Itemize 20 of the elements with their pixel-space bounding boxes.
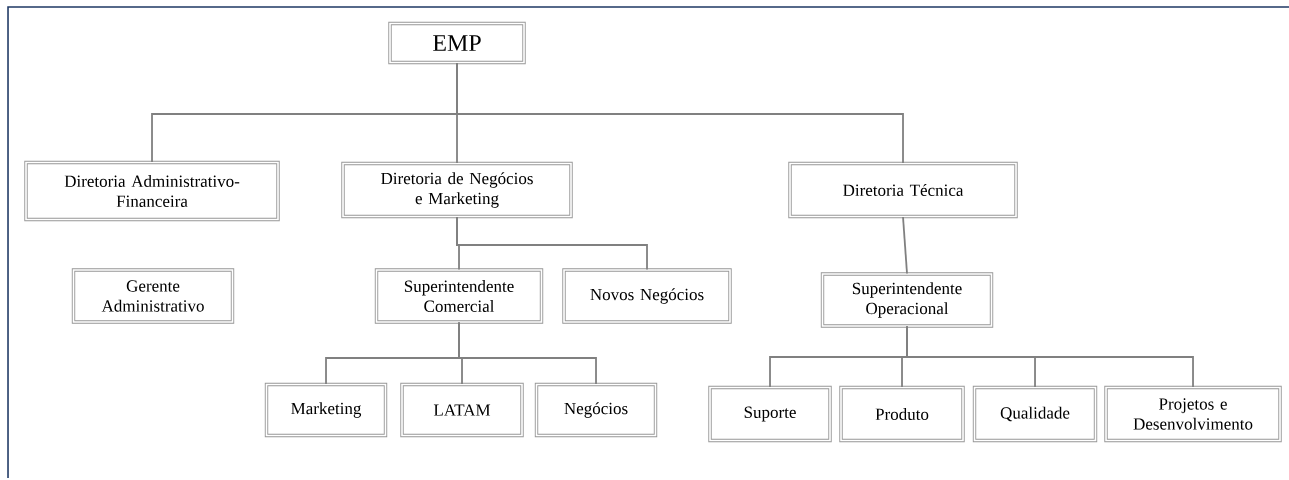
connector-line — [456, 216, 648, 271]
org-box: Diretoria Técnica — [788, 161, 1018, 219]
org-box: Gerente Administrativo — [71, 268, 235, 324]
org-box: Diretoria Administrativo-Financeira — [24, 160, 280, 222]
connector-line — [906, 325, 1194, 388]
org-box: Negócios — [534, 382, 658, 438]
org-box: Marketing — [264, 382, 388, 438]
org-box: Superintendente Comercial — [374, 268, 544, 324]
org-box: Superintendente Operacional — [820, 272, 994, 328]
org-box: Diretoria de Negócios e Marketing — [341, 161, 573, 219]
org-box: Projetos e Desenvolvimento — [1104, 385, 1282, 443]
connector-line — [456, 62, 904, 164]
org-box: EMP — [388, 21, 526, 65]
org-box: Qualidade — [972, 385, 1098, 443]
connector-line — [902, 216, 908, 275]
connector-line — [458, 321, 597, 385]
org-box: Novos Negócios — [562, 268, 732, 324]
org-box: LATAM — [400, 382, 524, 438]
org-box: Produto — [839, 385, 965, 443]
org-box: Suporte — [708, 385, 832, 443]
